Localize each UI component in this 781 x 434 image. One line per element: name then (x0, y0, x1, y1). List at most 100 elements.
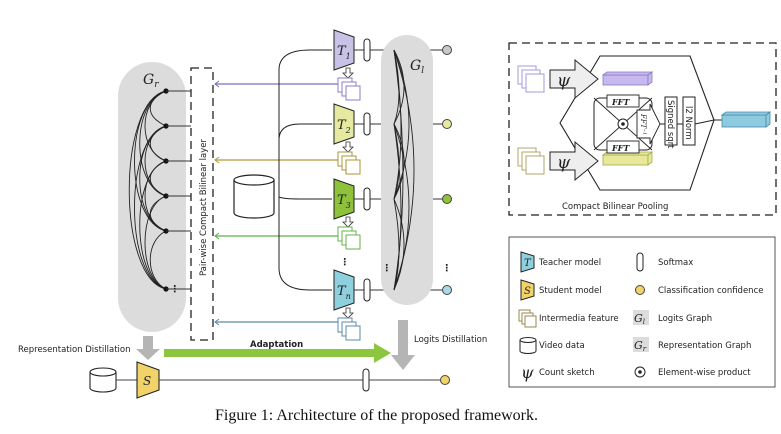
logits-graph-edge (393, 49, 405, 125)
classification-confidence (442, 285, 452, 295)
representation-graph-edge (139, 160, 167, 290)
cbp-input-feature-bottom (517, 147, 545, 175)
student-model (136, 361, 160, 399)
fft-bottom-box (606, 140, 640, 154)
l2-norm-label: l2 Norm (683, 106, 693, 140)
softmax (363, 38, 371, 62)
cbp-title: Compact Bilinear Pooling (562, 202, 668, 212)
svg-text:Gl: Gl (634, 312, 645, 326)
feature-connections (214, 80, 338, 326)
intermedia-feature (337, 151, 361, 175)
svg-text:S: S (524, 286, 531, 297)
representation-graph-label: Gr (143, 72, 159, 90)
legend-item-label: Student model (539, 286, 602, 296)
legend-item-label: Representation Graph (658, 341, 751, 351)
cbp-input-feature-top (517, 65, 545, 93)
signed-sqrt-label: Signed sqrt (665, 100, 675, 149)
intermedia-feature (337, 77, 361, 101)
intermedia-feature (337, 226, 361, 250)
teacher-ellipsis: ⋮ (340, 257, 350, 268)
l2-norm-box (682, 96, 696, 146)
logits-graph-edges (393, 49, 415, 291)
legend-item-label: Intermedia feature (539, 314, 619, 324)
representation-distillation-arrow (136, 336, 160, 360)
data-flow-curves (278, 49, 332, 291)
count-sketch-arrow-bottom (549, 140, 599, 182)
teacher-shape (333, 269, 355, 311)
logits-graph: Gl ⋮ ⋮ ⋮ (340, 35, 452, 305)
representation-graph-nodes (163, 88, 191, 292)
legend-item: Video data (519, 337, 585, 354)
legend-item: Classification confidence (635, 285, 763, 296)
adaptation-arrow (164, 343, 391, 363)
ifft-arrow (636, 103, 661, 145)
fft-top-label: FFT (611, 97, 630, 107)
softmax (363, 278, 371, 302)
classification-confidence (442, 45, 452, 55)
logits-graph-edge (393, 123, 405, 200)
sketch-vector-bottom (601, 151, 654, 166)
figure-caption: Figure 1: Architecture of the proposed f… (215, 407, 538, 424)
logits-distillation-arrow (391, 320, 415, 370)
student-label: S (143, 374, 151, 388)
count-sketch-icon: ψ (521, 363, 534, 382)
legend-item-label: Element-wise product (658, 368, 751, 378)
teacher-shape (333, 29, 355, 71)
softmax (363, 187, 371, 211)
pairwise-compact-bilinear-layer: Pair-wise Compact Bilinear layer (190, 67, 214, 341)
representation-graph-ellipsis: ⋮ (170, 284, 180, 295)
representation-graph-edge (128, 90, 167, 290)
classification-confidence (442, 119, 452, 129)
element-wise-product-icon (634, 366, 646, 378)
representation-distillation-label: Representation Distillation (18, 345, 131, 355)
ifft-label: FFT⁻¹ (639, 113, 647, 135)
intermedia-feature (337, 317, 361, 341)
logits-graph-background (381, 35, 433, 305)
fft-top-box (606, 94, 640, 108)
softmax-icon (636, 252, 644, 272)
logits-graph-ellipsis: ⋮ (382, 263, 392, 274)
representation-graph-background (118, 62, 186, 332)
svg-text:ψ: ψ (521, 363, 534, 382)
representation-graph-edge (134, 125, 167, 290)
fft-block: FFT FFT FFT⁻¹ (593, 94, 661, 154)
signed-sqrt-box (664, 96, 678, 146)
softmax (363, 112, 371, 136)
legend-item-label: Video data (539, 341, 585, 351)
student-classification-confidence (440, 375, 450, 385)
teacher-shape (333, 178, 355, 220)
student-model-icon: S (520, 279, 535, 301)
legend-item-label: Softmax (658, 258, 693, 268)
video-data (233, 174, 275, 219)
legend-item-label: Classification confidence (658, 286, 763, 296)
confidence-ellipsis: ⋮ (442, 263, 452, 274)
representation-graph-edges (128, 90, 167, 290)
representation-graph-edge (149, 90, 167, 127)
cbp-hexagon (559, 55, 715, 191)
legend-item: Element-wise product (634, 366, 751, 378)
logits-graph-edge (393, 198, 405, 291)
student-pipeline: S (89, 361, 450, 399)
intermedia-feature-icon (518, 309, 537, 328)
logits-graph-edge (393, 123, 402, 291)
legend-item: Softmax (636, 252, 693, 272)
representation-graph-edge (149, 160, 167, 197)
teacher-model-1: T1 (333, 29, 452, 101)
representation-graph-edge (149, 125, 167, 162)
logits-graph-icon: Gl (633, 310, 649, 326)
classification-confidence (442, 194, 452, 204)
compact-bilinear-pooling-panel: ψ ψ FFT FFT FFT⁻¹ Sig (508, 42, 777, 216)
video-data-icon (519, 337, 537, 354)
logits-graph-label: Gl (410, 58, 424, 76)
count-sketch-symbol-bottom: ψ (557, 153, 571, 173)
classification-confidence-icon (635, 285, 645, 295)
logits-graph-edge (393, 198, 400, 291)
count-sketch-arrow-top (549, 58, 599, 100)
teacher-shape (333, 103, 355, 145)
